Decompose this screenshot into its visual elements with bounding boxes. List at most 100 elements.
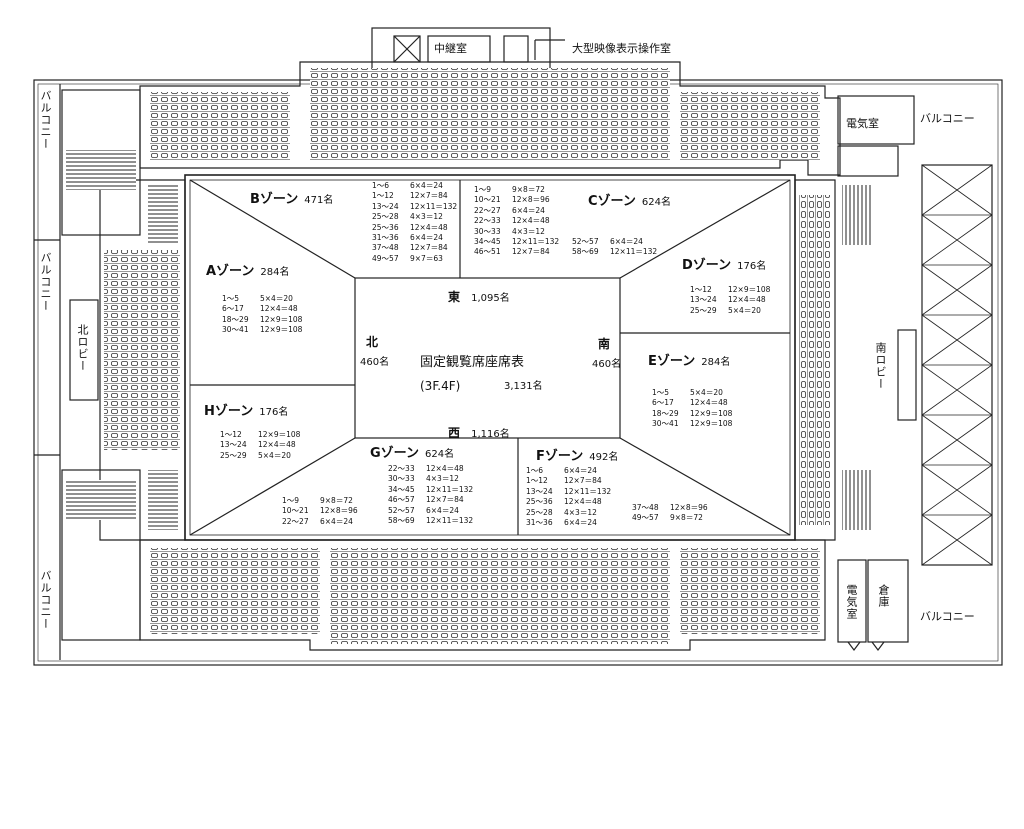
seat-row-range: 1～5 — [652, 388, 670, 397]
balcony-sw-label: バルコニー — [39, 570, 52, 630]
seat-row-formula: 5×4＝20 — [258, 450, 291, 460]
seat-row-range: 1～12 — [372, 191, 394, 201]
seat-row-range: 52～57 — [388, 505, 415, 515]
seat-row-entry: 25～28 4×3＝12 — [526, 508, 611, 518]
seat-row-range: 1～9 — [282, 496, 300, 505]
seat-row-formula: 12×11＝132 — [426, 484, 474, 494]
seat-row-range: 37～48 — [372, 243, 399, 253]
north-lobby-label: 北ロビー — [76, 322, 89, 374]
seat-row-formula: 12×11＝132 — [426, 516, 474, 526]
seat-row-formula: 6×4＝24 — [610, 237, 643, 246]
seat-row-range: 37～48 — [632, 503, 659, 512]
seat-row-range: 25～28 — [526, 507, 553, 517]
seat-row-range: 49～57 — [372, 253, 399, 263]
seat-row-formula: 4×3＝12 — [564, 507, 597, 517]
west-label: 西 — [448, 426, 461, 440]
electric-room-se-label: 電気室 — [845, 584, 858, 620]
seat-row-formula: 12×11＝132 — [512, 237, 560, 247]
seat-row-range: 34～45 — [474, 237, 501, 247]
south-lobby-label: 南ロビー — [874, 340, 887, 392]
seat-row-range: 1～12 — [526, 476, 548, 486]
seat-row-formula: 5×4＝20 — [690, 388, 723, 397]
seat-row-range: 6～17 — [222, 304, 244, 314]
seat-row-formula: 12×4＝48 — [512, 216, 550, 226]
seat-row-range: 22～27 — [474, 205, 501, 215]
north-label: 北 — [366, 335, 379, 349]
seat-row-range: 10～21 — [474, 195, 501, 205]
seat-row-formula: 12×9＝108 — [728, 285, 771, 294]
seat-row-range: 1～12 — [220, 430, 242, 439]
seat-table-title: 固定観覧席座席表 — [420, 355, 525, 370]
seat-row-formula: 12×9＝108 — [690, 408, 733, 418]
seat-row-entry: 31～36 6×4＝24 — [372, 233, 457, 243]
seat-row-range: 18～29 — [222, 314, 249, 324]
seat-row-formula: 6×4＝24 — [410, 181, 443, 190]
seat-row-formula: 5×4＝20 — [260, 294, 293, 303]
seat-row-range: 22～33 — [388, 464, 415, 473]
seat-row-range: 13～24 — [220, 440, 247, 450]
seat-row-range: 31～36 — [372, 233, 399, 243]
balcony-ne-label: バルコニー — [920, 112, 975, 125]
seat-row-range: 1～9 — [474, 185, 492, 194]
seat-row-range: 34～45 — [388, 484, 415, 494]
seat-row-range: 49～57 — [632, 513, 659, 523]
seat-row-formula: 12×7＝84 — [426, 495, 464, 505]
zone-c-name: Cゾーン — [588, 194, 636, 209]
seat-row-entry: 34～45 12×11＝132 — [388, 485, 473, 495]
zone-a-count: 284名 — [260, 267, 290, 278]
seat-row-formula: 4×3＝12 — [512, 226, 545, 236]
seat-row-formula: 12×4＝48 — [260, 304, 298, 314]
south-count: 460名 — [592, 359, 622, 370]
seat-row-range: 46～51 — [474, 247, 501, 257]
seat-row-range: 1～6 — [526, 466, 544, 475]
seat-row-formula: 12×4＝48 — [426, 464, 464, 473]
screen-control-room-label: 大型映像表示操作室 — [572, 42, 671, 55]
seat-row-formula: 12×4＝48 — [258, 440, 296, 450]
east-label: 東 — [448, 290, 461, 304]
seat-row-range: 13～24 — [690, 295, 717, 305]
balcony-w-label: バルコニー — [39, 252, 52, 312]
south-side-summary: 南 460名 — [592, 338, 621, 370]
seat-row-formula: 12×4＝48 — [564, 497, 602, 507]
seat-row-range: 30～41 — [652, 419, 679, 429]
seat-row-range: 31～36 — [526, 518, 553, 528]
seat-row-formula: 4×3＝12 — [410, 212, 443, 222]
zone-a-name: Aゾーン — [206, 264, 255, 279]
seat-row-formula: 12×7＝84 — [512, 247, 550, 257]
zone-d-count: 176名 — [737, 261, 767, 272]
seat-row-formula: 6×4＝24 — [410, 233, 443, 243]
seat-row-range: 6～17 — [652, 398, 674, 408]
seat-row-range: 22～27 — [282, 516, 309, 526]
seat-row-formula: 6×4＝24 — [512, 205, 545, 215]
seat-row-formula: 5×4＝20 — [728, 305, 761, 315]
east-side-summary: 東 1,095名 — [448, 288, 510, 304]
zone-f-name: Fゾーン — [536, 449, 584, 464]
seat-row-entry: 49～57 9×7＝63 — [372, 254, 457, 264]
seat-row-formula: 4×3＝12 — [426, 474, 459, 484]
seat-row-formula: 9×7＝63 — [410, 253, 443, 263]
